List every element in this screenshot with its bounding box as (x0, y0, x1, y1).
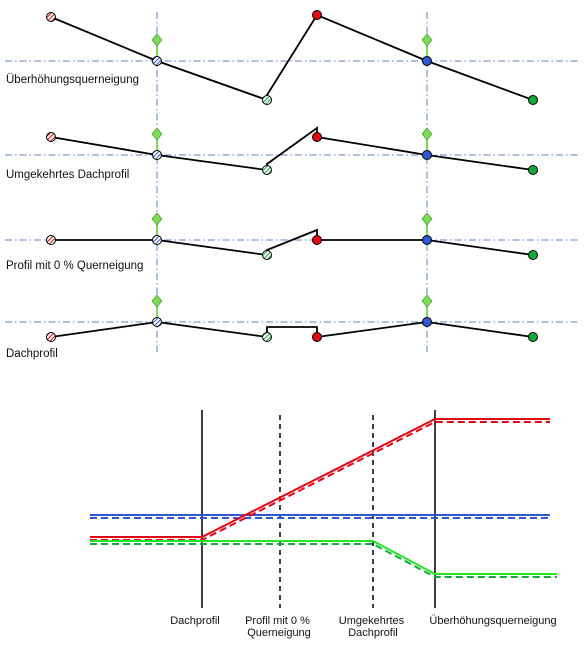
section-normal-crown: Dachprofil (5, 294, 580, 360)
profile-panels: Überhöhungsquerneigung Umgekehrtes Dachp… (5, 10, 580, 360)
station-label-line: Dachprofil (348, 627, 398, 639)
point-right-edge (528, 165, 538, 175)
point-right-edge (528, 250, 538, 260)
point-right-inner (312, 10, 322, 20)
point-left-edge (46, 332, 56, 342)
cross-section-line (50, 13, 534, 102)
station-label-normal-crown: Dachprofil (170, 615, 220, 627)
section-reverse-crown: Umgekehrtes Dachprofil (5, 126, 580, 181)
point-left-inner (262, 95, 272, 105)
cross-section-line (51, 228, 534, 257)
point-left-inner (262, 165, 272, 175)
point-left-axis (152, 56, 162, 66)
section-label: Dachprofil (6, 348, 58, 360)
rotation-axis-marker (421, 33, 433, 47)
outer-edge-profile-line (90, 418, 550, 538)
point-right-axis (422, 235, 432, 245)
point-right-inner (312, 235, 322, 245)
section-superelevation: Überhöhungsquerneigung (5, 10, 580, 105)
station-label-zero-crossfall: Profil mit 0 % Querneigung (245, 615, 313, 639)
point-left-edge (46, 132, 56, 142)
section-zero-crossfall: Profil mit 0 % Querneigung (5, 212, 580, 272)
outer-edge-profile-line-dashed (90, 421, 550, 541)
section-label: Umgekehrtes Dachprofil (6, 169, 129, 181)
section-label: Überhöhungsquerneigung (6, 74, 139, 86)
station-label-superelevation: Überhöhungsquerneigung (429, 615, 556, 627)
rotation-axis-marker (151, 294, 163, 308)
point-right-axis (422, 317, 432, 327)
station-label-reverse-crown: Umgekehrtes Dachprofil (339, 615, 407, 639)
station-label-line: Umgekehrtes (339, 615, 405, 627)
point-left-edge (46, 235, 56, 245)
point-left-inner (262, 250, 272, 260)
rotation-axis-marker (421, 294, 433, 308)
section-label: Profil mit 0 % Querneigung (6, 260, 143, 272)
point-right-axis (422, 150, 432, 160)
rotation-axis-marker (421, 212, 433, 226)
station-label-line: Profil mit 0 % (245, 615, 310, 627)
point-right-inner (312, 132, 322, 142)
inner-edge-profile-line (90, 540, 557, 575)
point-left-axis (152, 235, 162, 245)
rotation-axis-marker (421, 127, 433, 141)
point-left-inner (262, 332, 272, 342)
transition-diagram: Dachprofil Profil mit 0 % Querneigung Um… (90, 410, 557, 639)
point-left-edge (46, 12, 56, 22)
cross-section-line (50, 321, 534, 339)
cross-section-line (50, 126, 534, 172)
point-right-inner (312, 332, 322, 342)
point-right-edge (528, 95, 538, 105)
rotation-axis-marker (151, 212, 163, 226)
rotation-axis-marker (151, 33, 163, 47)
point-left-axis (152, 317, 162, 327)
rotation-axis-marker (151, 127, 163, 141)
point-left-axis (152, 150, 162, 160)
station-label-line: Überhöhungsquerneigung (429, 615, 556, 627)
point-right-edge (528, 332, 538, 342)
inner-edge-profile-line-dashed (90, 543, 557, 578)
station-label-line: Querneigung (247, 627, 311, 639)
point-right-axis (422, 56, 432, 66)
station-label-line: Dachprofil (170, 615, 220, 627)
